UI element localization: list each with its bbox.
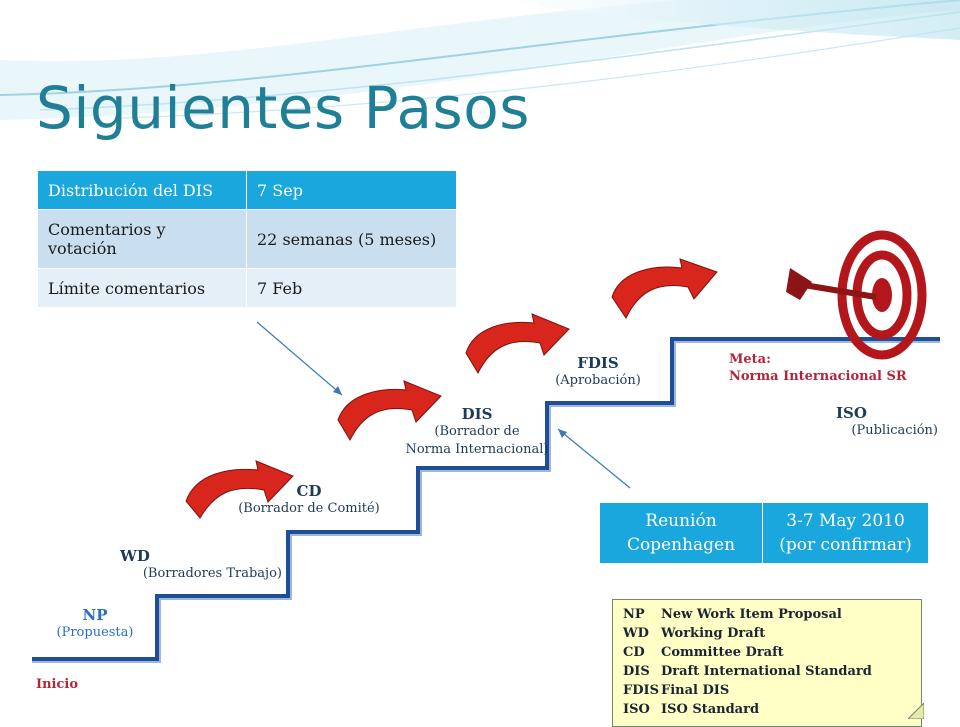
meeting-table: Reunión Copenhagen 3-7 May 2010 (por con… xyxy=(599,502,929,564)
curved-arrow-fdis xyxy=(465,313,570,375)
stage-desc: (Borrador de Comité) xyxy=(238,501,380,516)
stage-wd: WD (Borradores Trabajo) xyxy=(112,547,282,583)
legend-text: Draft International Standard xyxy=(661,664,872,679)
target-icon xyxy=(786,230,927,360)
legend-item: NP New Work Item Proposal xyxy=(623,605,911,624)
progress-arrows xyxy=(185,258,718,519)
stage-desc: (Propuesta) xyxy=(56,625,134,640)
goal-text: Norma Internacional SR xyxy=(729,369,907,384)
table-cell: Distribución del DIS xyxy=(37,170,247,210)
stage-desc-line2: Norma Internacional) xyxy=(405,442,549,457)
table-cell: 22 semanas (5 meses) xyxy=(246,209,457,269)
stage-desc-line1: (Borrador de xyxy=(434,424,520,439)
start-label: Inicio xyxy=(36,677,78,692)
table-cell: 7 Feb xyxy=(246,268,457,308)
table-row: Comentarios y votación 22 semanas (5 mes… xyxy=(37,209,457,269)
curved-arrow-cd xyxy=(185,460,294,519)
stage-desc: (Borradores Trabajo) xyxy=(142,566,282,581)
stage-cd: CD (Borrador de Comité) xyxy=(224,482,394,518)
legend-text: Working Draft xyxy=(661,626,766,641)
legend-item: WD Working Draft xyxy=(623,624,911,643)
table-row: Distribución del DIS 7 Sep xyxy=(37,170,457,210)
legend-text: Committee Draft xyxy=(661,645,784,660)
stage-abbr: CD xyxy=(296,482,322,500)
table-row: Límite comentarios 7 Feb xyxy=(37,268,457,308)
header-swoosh xyxy=(0,0,960,120)
legend-abbr: NP xyxy=(623,607,645,622)
stage-desc: (Publicación) xyxy=(851,423,938,438)
legend-text: Final DIS xyxy=(661,683,730,698)
stage-abbr: FDIS xyxy=(577,354,619,372)
legend-abbr: DIS xyxy=(623,664,650,679)
legend-item: DIS Draft International Standard xyxy=(623,662,911,681)
table-cell: Comentarios y votación xyxy=(37,209,247,269)
legend-text: ISO Standard xyxy=(661,702,760,717)
curved-arrow-iso xyxy=(611,258,718,320)
stage-abbr: ISO xyxy=(836,404,867,422)
table-row: Reunión Copenhagen 3-7 May 2010 (por con… xyxy=(599,502,929,564)
abbreviation-legend: NP New Work Item Proposal WD Working Draft… xyxy=(612,599,922,727)
schedule-table: Distribución del DIS 7 Sep Comentarios y… xyxy=(37,170,457,308)
goal-title: Meta: xyxy=(729,352,771,367)
legend-abbr: WD xyxy=(623,626,649,641)
stage-abbr: DIS xyxy=(461,405,493,423)
meeting-label: Reunión Copenhagen xyxy=(599,502,763,564)
stage-iso: ISO (Publicación) xyxy=(812,404,938,440)
stage-abbr: NP xyxy=(82,606,108,624)
legend-item: ISO ISO Standard xyxy=(623,700,911,719)
legend-abbr: FDIS xyxy=(623,683,659,698)
legend-text: New Work Item Proposal xyxy=(661,607,842,622)
stage-abbr: WD xyxy=(120,547,150,565)
curved-arrow-dis xyxy=(337,380,442,442)
legend-abbr: ISO xyxy=(623,702,650,717)
stage-dis: DIS (Borrador de Norma Internacional) xyxy=(392,405,562,459)
legend-item: CD Committee Draft xyxy=(623,643,911,662)
stage-fdis: FDIS (Aprobación) xyxy=(538,354,658,390)
page-title: Siguientes Pasos xyxy=(36,74,530,142)
stage-desc: (Aprobación) xyxy=(555,373,641,388)
legend-abbr: CD xyxy=(623,645,645,660)
staircase xyxy=(32,337,940,663)
goal-label: Meta: Norma Internacional SR xyxy=(729,351,907,385)
table-cell: Límite comentarios xyxy=(37,268,247,308)
meeting-date: 3-7 May 2010 (por confirmar) xyxy=(762,502,929,564)
page-fold-icon xyxy=(908,703,924,719)
pointer-lines xyxy=(256,321,631,489)
stage-np: NP (Propuesta) xyxy=(40,606,150,642)
table-cell: 7 Sep xyxy=(246,170,457,210)
